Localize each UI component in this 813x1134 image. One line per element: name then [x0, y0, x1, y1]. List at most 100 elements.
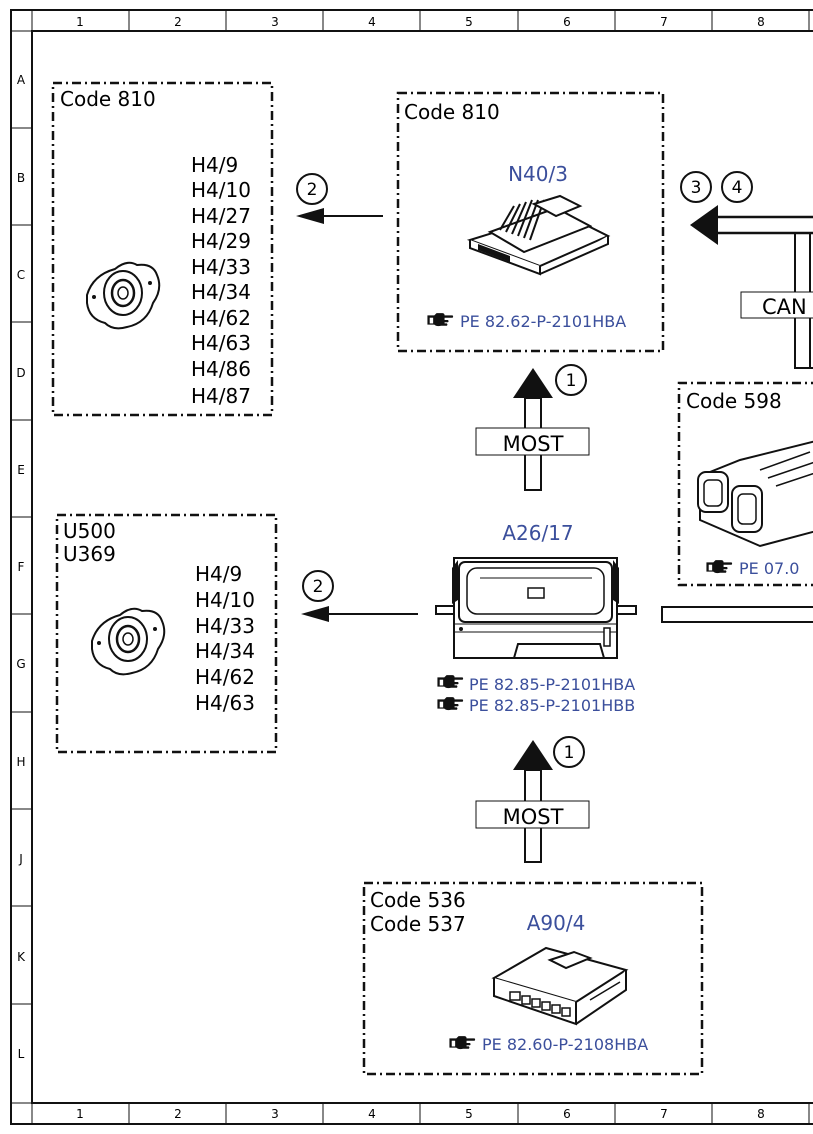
- box-code-label: Code 536: [370, 888, 466, 912]
- col-label: 7: [660, 15, 668, 29]
- reference-link: PE 82.60-P-2108HBA: [482, 1035, 648, 1054]
- component-id: A90/4: [527, 911, 586, 935]
- col-label: 1: [76, 1107, 84, 1121]
- reference-link: PE 07.0: [739, 559, 799, 578]
- connector-module-icon: [697, 440, 813, 548]
- row-label: B: [17, 171, 25, 185]
- col-label: 2: [174, 15, 182, 29]
- can-bus: CAN: [690, 205, 813, 369]
- box-code-label: Code 810: [60, 87, 156, 111]
- speaker-icon: [86, 261, 161, 330]
- bus-label-most: MOST: [503, 805, 564, 829]
- callout-4: 4: [721, 171, 753, 203]
- row-label: A: [17, 73, 26, 87]
- col-label: 4: [368, 1107, 376, 1121]
- col-label: 5: [465, 15, 473, 29]
- row-label: D: [16, 366, 25, 380]
- row-label: F: [18, 560, 25, 574]
- box-code-label: U500: [63, 519, 116, 543]
- speaker-item: H4/63: [191, 331, 251, 355]
- speaker-item: H4/63: [195, 691, 255, 715]
- box-speakers-code-810: Code 810 H4/9 H4/10 H4/27 H4/29 H4/33 H4…: [51, 81, 274, 417]
- speaker-item: H4/10: [191, 178, 251, 202]
- callout-3: 3: [680, 171, 712, 203]
- most-bus-bottom: MOST: [475, 740, 590, 863]
- svg-text:3: 3: [691, 178, 702, 198]
- col-label: 2: [174, 1107, 182, 1121]
- svg-text:4: 4: [732, 178, 743, 198]
- box-code-598: Code 598 PE 07.0: [677, 381, 813, 587]
- reference-link: PE 82.62-P-2101HBA: [460, 312, 626, 331]
- col-label: 3: [271, 15, 279, 29]
- speaker-item: H4/34: [191, 280, 251, 304]
- hand-pointer-icon: [437, 697, 464, 711]
- speaker-item: H4/87: [191, 384, 251, 408]
- row-labels: A B C D E F G H J K L: [16, 73, 26, 1061]
- svg-text:2: 2: [307, 180, 318, 200]
- svg-text:1: 1: [564, 743, 575, 763]
- speaker-item: H4/9: [191, 153, 238, 177]
- control-unit-icon: [466, 194, 611, 276]
- row-label: L: [18, 1047, 25, 1061]
- bus-label-can: CAN: [762, 295, 807, 319]
- callout-1-top: 1: [555, 364, 587, 396]
- speaker-item: H4/29: [191, 229, 251, 253]
- column-labels-top: 1 2 3 4 5 6 7 8: [76, 15, 765, 29]
- column-labels-bottom: 1 2 3 4 5 6 7 8: [76, 1107, 765, 1121]
- hand-pointer-icon: [427, 313, 454, 327]
- col-label: 1: [76, 15, 84, 29]
- head-unit-icon: [435, 557, 637, 659]
- col-label: 6: [563, 15, 571, 29]
- speaker-item: H4/62: [191, 306, 251, 330]
- speaker-item: H4/62: [195, 665, 255, 689]
- head-unit-a26-17: A26/17 PE 82.85-P-2101HBA PE 82.85-P-210…: [435, 521, 637, 715]
- box-a90-4: Code 536 Code 537 A90/4 PE 82.60-P-2108H…: [362, 881, 704, 1076]
- col-label: 5: [465, 1107, 473, 1121]
- row-label: K: [17, 950, 26, 964]
- speaker-item: H4/86: [191, 357, 251, 381]
- control-unit-icon: [491, 946, 629, 1026]
- component-id: A26/17: [502, 521, 573, 545]
- speaker-item: H4/9: [195, 562, 242, 586]
- row-label: E: [17, 463, 25, 477]
- hand-pointer-icon: [449, 1036, 476, 1050]
- signal-arrow-mid: [301, 606, 418, 622]
- box-code-label: Code 537: [370, 912, 466, 936]
- col-label: 8: [757, 15, 765, 29]
- callout-2-mid: 2: [302, 570, 334, 602]
- speaker-item: H4/27: [191, 204, 251, 228]
- box-speakers-u500: U500 U369 H4/9 H4/10 H4/33 H4/34 H4/62 H…: [55, 513, 278, 754]
- speaker-item: H4/33: [191, 255, 251, 279]
- link-line-right: [661, 606, 813, 623]
- speaker-item: H4/10: [195, 588, 255, 612]
- box-code-label: Code 598: [686, 389, 782, 413]
- hand-pointer-icon: [437, 675, 464, 689]
- col-label: 3: [271, 1107, 279, 1121]
- speaker-item: H4/34: [195, 639, 255, 663]
- bus-label-most: MOST: [503, 432, 564, 456]
- callout-2-top: 2: [296, 173, 328, 205]
- col-label: 6: [563, 1107, 571, 1121]
- component-id: N40/3: [508, 162, 568, 186]
- speaker-item: H4/33: [195, 614, 255, 638]
- svg-text:1: 1: [566, 371, 577, 391]
- row-label: H: [16, 755, 25, 769]
- col-label: 8: [757, 1107, 765, 1121]
- box-amplifier-n40-3: Code 810 N40/3 PE 82.62-P-2101HBA: [396, 91, 665, 353]
- row-label: J: [18, 852, 23, 866]
- speaker-icon: [91, 607, 166, 676]
- svg-text:2: 2: [313, 577, 324, 597]
- callout-1-bottom: 1: [553, 736, 585, 768]
- signal-arrow-top: [296, 208, 383, 224]
- reference-link: PE 82.85-P-2101HBB: [469, 696, 635, 715]
- reference-link: PE 82.85-P-2101HBA: [469, 675, 635, 694]
- row-label: G: [16, 657, 25, 671]
- hand-pointer-icon: [706, 560, 733, 574]
- col-label: 4: [368, 15, 376, 29]
- drawing-frame: [10, 9, 813, 1125]
- most-bus-top: MOST: [475, 368, 590, 491]
- col-label: 7: [660, 1107, 668, 1121]
- box-code-label: Code 810: [404, 100, 500, 124]
- row-label: C: [17, 268, 25, 282]
